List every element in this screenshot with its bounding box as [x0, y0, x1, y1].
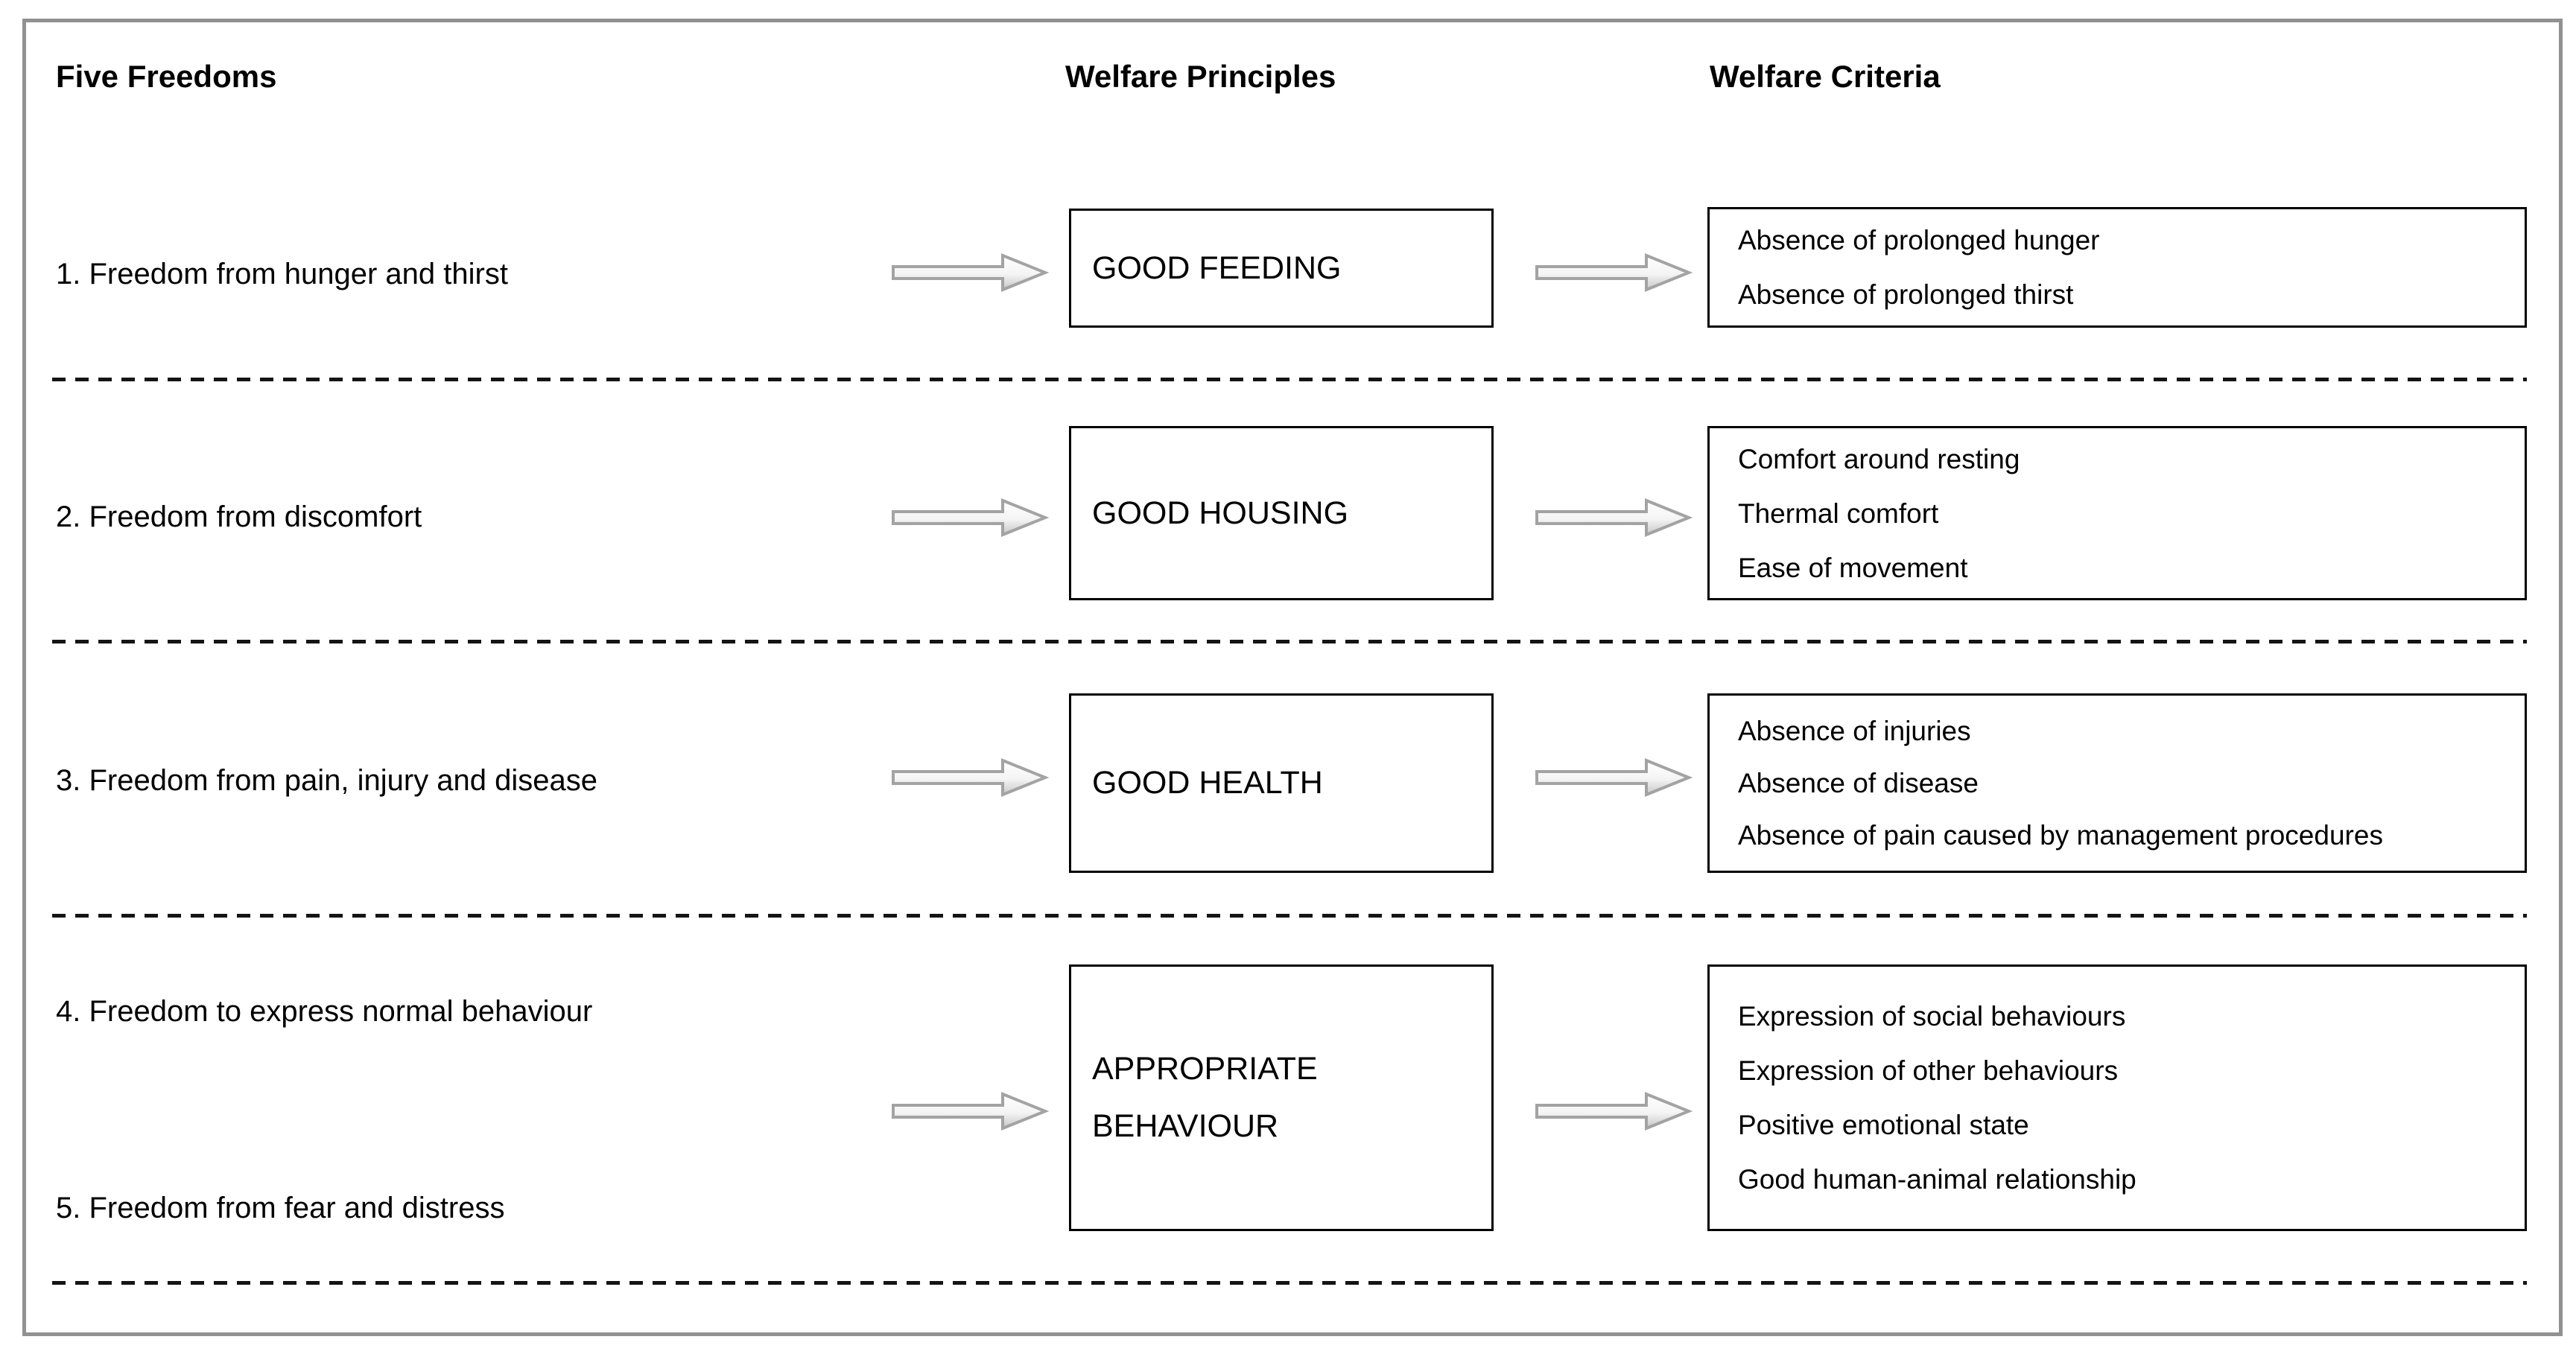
criteria-item: Absence of pain caused by management pro… — [1738, 819, 2383, 851]
column-header-five-freedoms: Five Freedoms — [56, 59, 277, 94]
freedom-item-2: 2. Freedom from discomfort — [56, 500, 422, 533]
dashed-separator — [52, 640, 2527, 643]
right-arrow-icon — [892, 1092, 1049, 1131]
right-arrow-icon — [1535, 253, 1693, 292]
criteria-item: Good human-animal relationship — [1738, 1164, 2136, 1195]
principle-box-appropriate-behaviour: APPROPRIATE BEHAVIOUR — [1069, 964, 1494, 1231]
criteria-item: Absence of prolonged hunger — [1738, 225, 2100, 255]
criteria-item: Thermal comfort — [1738, 498, 1939, 529]
right-arrow-icon — [892, 253, 1049, 292]
criteria-item: Expression of social behaviours — [1738, 1001, 2126, 1032]
principle-box-good-feeding: GOOD FEEDING — [1069, 209, 1494, 328]
criteria-box-appropriate-behaviour: Expression of social behaviours Expressi… — [1707, 964, 2527, 1231]
criteria-item: Ease of movement — [1738, 552, 1968, 583]
freedom-item-5: 5. Freedom from fear and distress — [56, 1192, 505, 1224]
criteria-item: Absence of injuries — [1738, 715, 1971, 746]
dashed-separator — [52, 914, 2527, 918]
right-arrow-icon — [892, 498, 1049, 537]
dashed-separator — [52, 1281, 2527, 1285]
criteria-item: Absence of prolonged thirst — [1738, 279, 2074, 310]
criteria-box-good-housing: Comfort around resting Thermal comfort E… — [1707, 426, 2527, 600]
principle-label: GOOD HOUSING — [1092, 495, 1349, 531]
principle-label: APPROPRIATE BEHAVIOUR — [1092, 1051, 1318, 1144]
criteria-item: Comfort around resting — [1738, 443, 2020, 474]
right-arrow-icon — [1535, 498, 1693, 537]
dashed-separator — [52, 378, 2527, 381]
principle-box-good-health: GOOD HEALTH — [1069, 693, 1494, 873]
right-arrow-icon — [1535, 758, 1693, 797]
principle-box-good-housing: GOOD HOUSING — [1069, 426, 1494, 600]
criteria-box-good-health: Absence of injuries Absence of disease A… — [1707, 693, 2527, 873]
criteria-item: Positive emotional state — [1738, 1110, 2029, 1140]
criteria-item: Absence of disease — [1738, 767, 1979, 798]
right-arrow-icon — [892, 758, 1049, 797]
criteria-item: Expression of other behaviours — [1738, 1055, 2119, 1086]
freedom-item-3: 3. Freedom from pain, injury and disease — [56, 764, 598, 797]
right-arrow-icon — [1535, 1092, 1693, 1131]
principle-label: GOOD FEEDING — [1092, 249, 1342, 286]
column-header-welfare-criteria: Welfare Criteria — [1710, 59, 1941, 94]
freedom-item-4: 4. Freedom to express normal behaviour — [56, 995, 593, 1028]
principle-label: GOOD HEALTH — [1092, 765, 1323, 801]
criteria-box-good-feeding: Absence of prolonged hunger Absence of p… — [1707, 207, 2527, 328]
freedom-item-1: 1. Freedom from hunger and thirst — [56, 258, 508, 290]
column-header-welfare-principles: Welfare Principles — [1065, 59, 1336, 94]
